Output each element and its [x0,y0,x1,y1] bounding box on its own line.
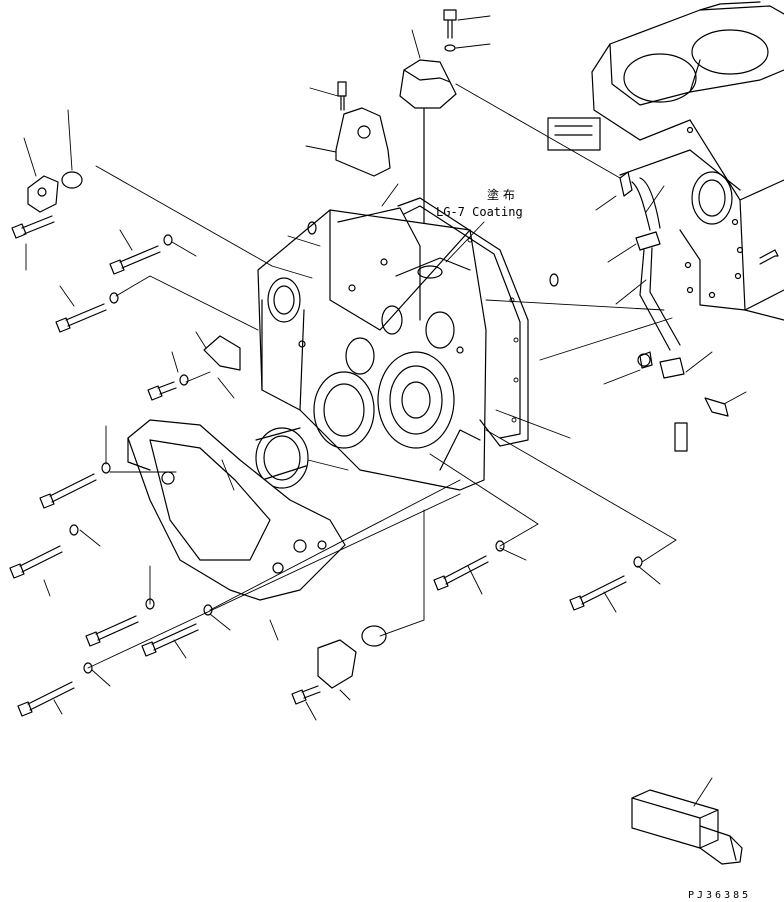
bolts [9,215,643,717]
support-plate [127,419,346,601]
annotation-jp: 塗 布 [487,187,515,202]
oil-seal [255,427,309,489]
top-cap-assembly [399,9,457,251]
gasket [397,197,529,447]
drawing-code: PJ36385 [688,890,751,901]
lifting-bracket [335,81,391,177]
hose-assembly [619,171,729,452]
annotation-en: LG-7 Coating [436,205,523,219]
leader-lines [23,15,747,807]
small-parts-left [27,171,651,371]
engine-block [547,1,784,321]
gear-case [257,207,487,491]
installer-tool [631,789,743,865]
